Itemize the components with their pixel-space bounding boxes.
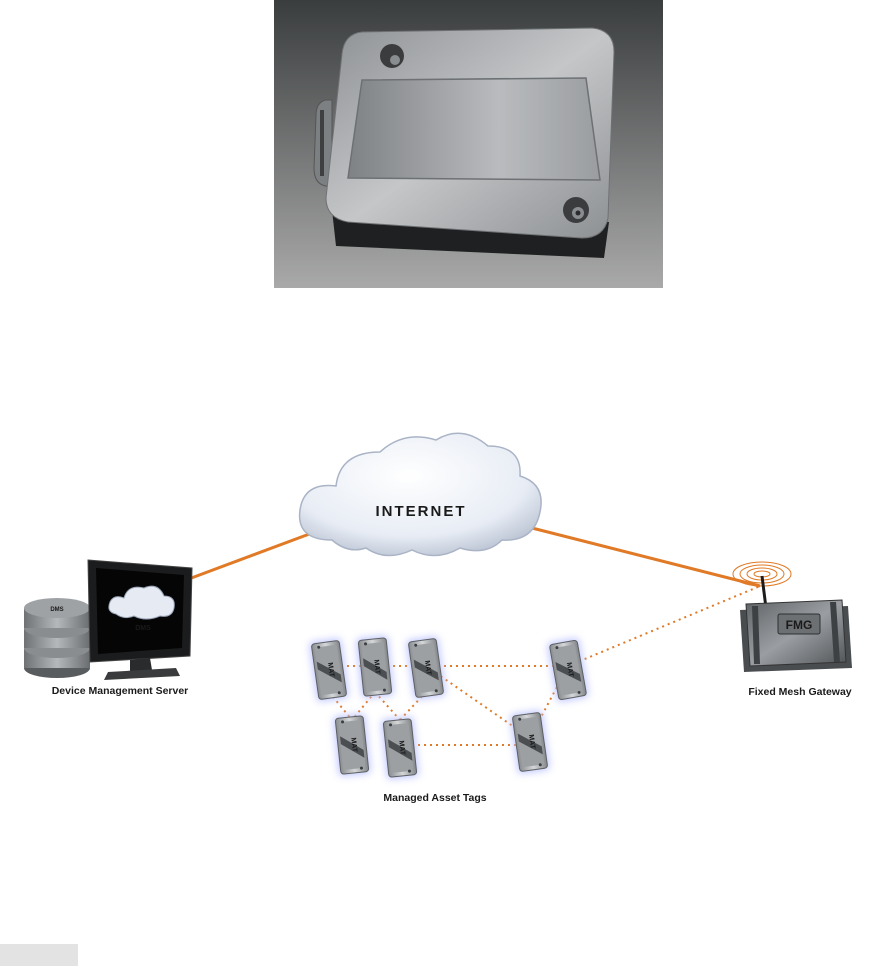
managed-asset-tags: MAT MAT MAT MAT MAT MAT MAT Managed Asse…: [309, 635, 589, 804]
db-label: DMS: [50, 607, 63, 613]
link-server-internet: [186, 533, 312, 580]
tag-5: MAT: [333, 713, 371, 776]
tag-3: MAT: [406, 636, 446, 700]
server-label: Device Management Server: [52, 685, 189, 697]
device-photo: [274, 0, 663, 288]
internet-cloud: INTERNET: [300, 433, 542, 555]
monitor-screen-label: DMS: [135, 625, 151, 632]
gateway-label: Fixed Mesh Gateway: [748, 686, 851, 698]
link-internet-gateway: [532, 528, 760, 586]
tag-6: MAT: [381, 716, 419, 779]
device-management-server: DMS DMS Device Management Server: [24, 560, 192, 697]
monitor-icon: DMS: [88, 560, 192, 680]
page-tab: [0, 944, 78, 966]
gateway-box-label: FMG: [786, 618, 813, 632]
database-icon: DMS: [24, 598, 90, 678]
tag-7: MAT: [510, 710, 550, 774]
tag-2: MAT: [356, 635, 394, 698]
tag-1: MAT: [309, 638, 349, 702]
tags-label: Managed Asset Tags: [383, 792, 486, 804]
network-diagram: INTERNET DMS DMS Device Management Serve…: [0, 400, 870, 820]
internet-label: INTERNET: [376, 503, 467, 520]
